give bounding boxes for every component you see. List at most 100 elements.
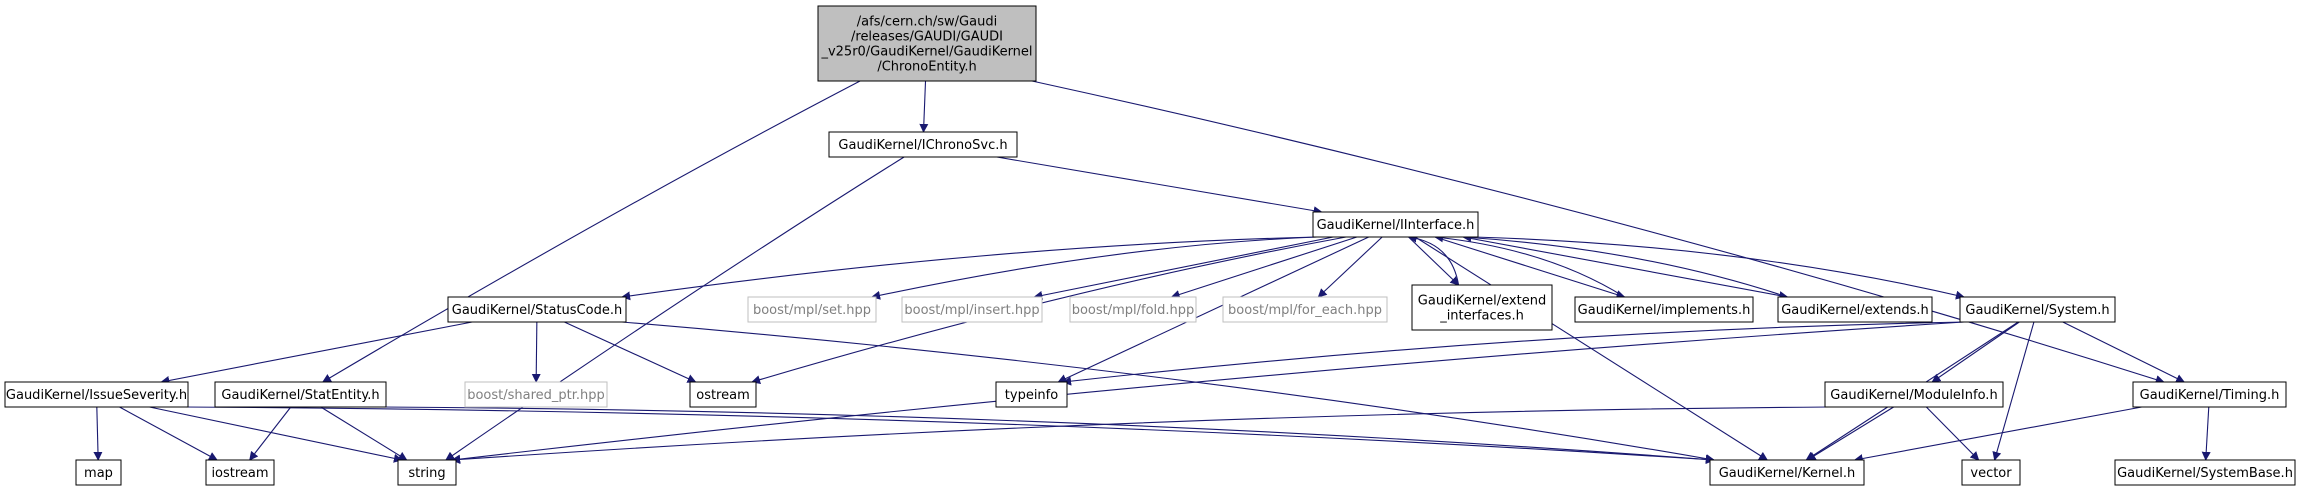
node-mplforeach[interactable]: boost/mpl/for_each.hpp: [1222, 296, 1388, 323]
node-label-root: /afs/cern.ch/sw/Gaudi: [857, 15, 997, 30]
node-systembase[interactable]: GaudiKernel/SystemBase.h: [2114, 459, 2296, 486]
edge-statuscode-to-sharedptr: [531, 321, 541, 383]
node-label-moduleinfo: GaudiKernel/ModuleInfo.h: [1830, 388, 1997, 403]
edge-system-to-string: [451, 321, 1965, 464]
edge-iinterface-to-mplfold: [1170, 236, 1358, 299]
node-label-iostream: iostream: [211, 466, 268, 481]
node-ichronosvc[interactable]: GaudiKernel/IChronoSvc.h: [828, 131, 1018, 158]
edge-root-to-statentity: [322, 80, 861, 383]
node-sharedptr[interactable]: boost/shared_ptr.hpp: [464, 381, 608, 408]
edge-issueseverity-to-iostream: [119, 406, 218, 461]
edge-system-to-typeinfo: [1062, 321, 1965, 386]
edge-iinterface-to-mplinsert: [1033, 236, 1334, 300]
node-box-systembase: [2114, 459, 2296, 486]
edge-ichronosvc-to-iinterface: [996, 156, 1323, 216]
node-ostream[interactable]: ostream: [689, 381, 757, 408]
edge-layer: [93, 80, 2211, 464]
node-label-statuscode: GaudiKernel/StatusCode.h: [452, 303, 622, 318]
node-map[interactable]: map: [75, 459, 122, 486]
node-label-ostream: ostream: [696, 388, 750, 403]
edge-iinterface-to-implements: [1434, 236, 1626, 299]
edge-iinterface-to-extends: [1462, 236, 1789, 300]
node-label-root: /releases/GAUDI/GAUDI: [851, 30, 1003, 45]
node-box-root: [817, 5, 1037, 82]
node-box-ostream: [689, 381, 757, 408]
node-box-iostream: [205, 459, 275, 486]
edge-root-to-ichronosvc: [919, 80, 929, 133]
node-box-mplforeach: [1222, 296, 1388, 323]
node-label-sharedptr: boost/shared_ptr.hpp: [467, 388, 605, 403]
edge-iinterface-to-mplset: [871, 236, 1318, 300]
node-mplfold[interactable]: boost/mpl/fold.hpp: [1069, 296, 1197, 323]
edge-issueseverity-to-map: [93, 406, 103, 461]
node-label-mplinsert: boost/mpl/insert.hpp: [904, 303, 1039, 318]
node-system[interactable]: GaudiKernel/System.h: [1959, 296, 2116, 323]
node-label-mplfold: boost/mpl/fold.hpp: [1072, 303, 1195, 318]
edge-iinterface-to-system: [1473, 236, 1965, 300]
edge-iinterface-to-ostream: [751, 236, 1347, 385]
edge-moduleinfo-to-string: [451, 406, 1830, 464]
node-box-iinterface: [1312, 211, 1479, 238]
node-statentity[interactable]: GaudiKernel/StatEntity.h: [214, 381, 387, 408]
edge-system-to-vector: [1992, 321, 2035, 461]
node-label-mplset: boost/mpl/set.hpp: [753, 303, 871, 318]
node-vector[interactable]: vector: [1961, 459, 2021, 486]
node-box-map: [75, 459, 122, 486]
node-kernel[interactable]: GaudiKernel/Kernel.h: [1709, 459, 1865, 486]
node-typeinfo[interactable]: typeinfo: [995, 381, 1068, 408]
edge-statuscode-to-ostream: [564, 321, 697, 383]
edge-issueseverity-to-string: [149, 406, 403, 463]
node-box-statuscode: [447, 296, 627, 323]
node-timing[interactable]: GaudiKernel/Timing.h: [2132, 381, 2287, 408]
node-label-system: GaudiKernel/System.h: [1965, 303, 2109, 318]
edge-issueseverity-to-kernel: [183, 406, 1715, 464]
node-label-map: map: [84, 466, 113, 481]
node-box-system: [1959, 296, 2116, 323]
node-box-extends: [1777, 296, 1933, 323]
edge-iinterface-to-typeinfo: [1057, 236, 1369, 383]
node-box-statentity: [214, 381, 387, 408]
node-box-mplset: [747, 296, 877, 323]
node-mplset[interactable]: boost/mpl/set.hpp: [747, 296, 877, 323]
node-label-issueseverity: GaudiKernel/IssueSeverity.h: [6, 388, 187, 403]
edge-system-to-timing: [2062, 321, 2186, 383]
node-label-extendinterfaces: GaudiKernel/extend: [1418, 294, 1546, 309]
node-label-typeinfo: typeinfo: [1005, 388, 1058, 403]
node-extendinterfaces[interactable]: GaudiKernel/extend_interfaces.h: [1411, 284, 1553, 331]
node-box-implements: [1574, 296, 1754, 323]
node-box-extendinterfaces: [1411, 284, 1553, 331]
edge-statuscode-to-issueseverity: [160, 321, 473, 385]
node-label-ichronosvc: GaudiKernel/IChronoSvc.h: [838, 138, 1007, 153]
node-label-vector: vector: [1970, 466, 2012, 481]
node-implements[interactable]: GaudiKernel/implements.h: [1574, 296, 1754, 323]
node-issueseverity[interactable]: GaudiKernel/IssueSeverity.h: [4, 381, 189, 408]
node-string[interactable]: string: [397, 459, 457, 486]
node-label-extends: GaudiKernel/extends.h: [1781, 303, 1929, 318]
node-box-vector: [1961, 459, 2021, 486]
edge-iinterface-to-extendinterfaces: [1408, 236, 1460, 286]
node-label-extendinterfaces: _interfaces.h: [1439, 309, 1524, 324]
node-moduleinfo[interactable]: GaudiKernel/ModuleInfo.h: [1824, 381, 2004, 408]
node-iostream[interactable]: iostream: [205, 459, 275, 486]
edge-iinterface-to-statuscode: [621, 236, 1318, 301]
edge-system-to-moduleinfo: [1931, 321, 2020, 383]
node-iinterface[interactable]: GaudiKernel/IInterface.h: [1312, 211, 1479, 238]
edge-implements-to-iinterface: [1434, 233, 1625, 298]
node-statuscode[interactable]: GaudiKernel/StatusCode.h: [447, 296, 627, 323]
edge-extendinterfaces-to-iinterface: [1407, 233, 1460, 286]
node-label-string: string: [408, 466, 445, 481]
node-box-moduleinfo: [1824, 381, 2004, 408]
node-label-root: _v25r0/GaudiKernel/GaudiKernel: [820, 45, 1032, 60]
node-label-statentity: GaudiKernel/StatEntity.h: [221, 388, 379, 403]
edge-statentity-to-iostream: [249, 406, 292, 461]
node-mplinsert[interactable]: boost/mpl/insert.hpp: [901, 296, 1043, 323]
node-extends[interactable]: GaudiKernel/extends.h: [1777, 296, 1933, 323]
node-box-ichronosvc: [828, 131, 1018, 158]
node-box-timing: [2132, 381, 2287, 408]
node-box-kernel: [1709, 459, 1865, 486]
edge-statentity-to-kernel: [381, 406, 1715, 464]
node-root[interactable]: /afs/cern.ch/sw/Gaudi/releases/GAUDI/GAU…: [817, 5, 1037, 82]
edge-timing-to-kernel: [1853, 406, 2142, 463]
edge-extends-to-iinterface: [1462, 233, 1788, 298]
